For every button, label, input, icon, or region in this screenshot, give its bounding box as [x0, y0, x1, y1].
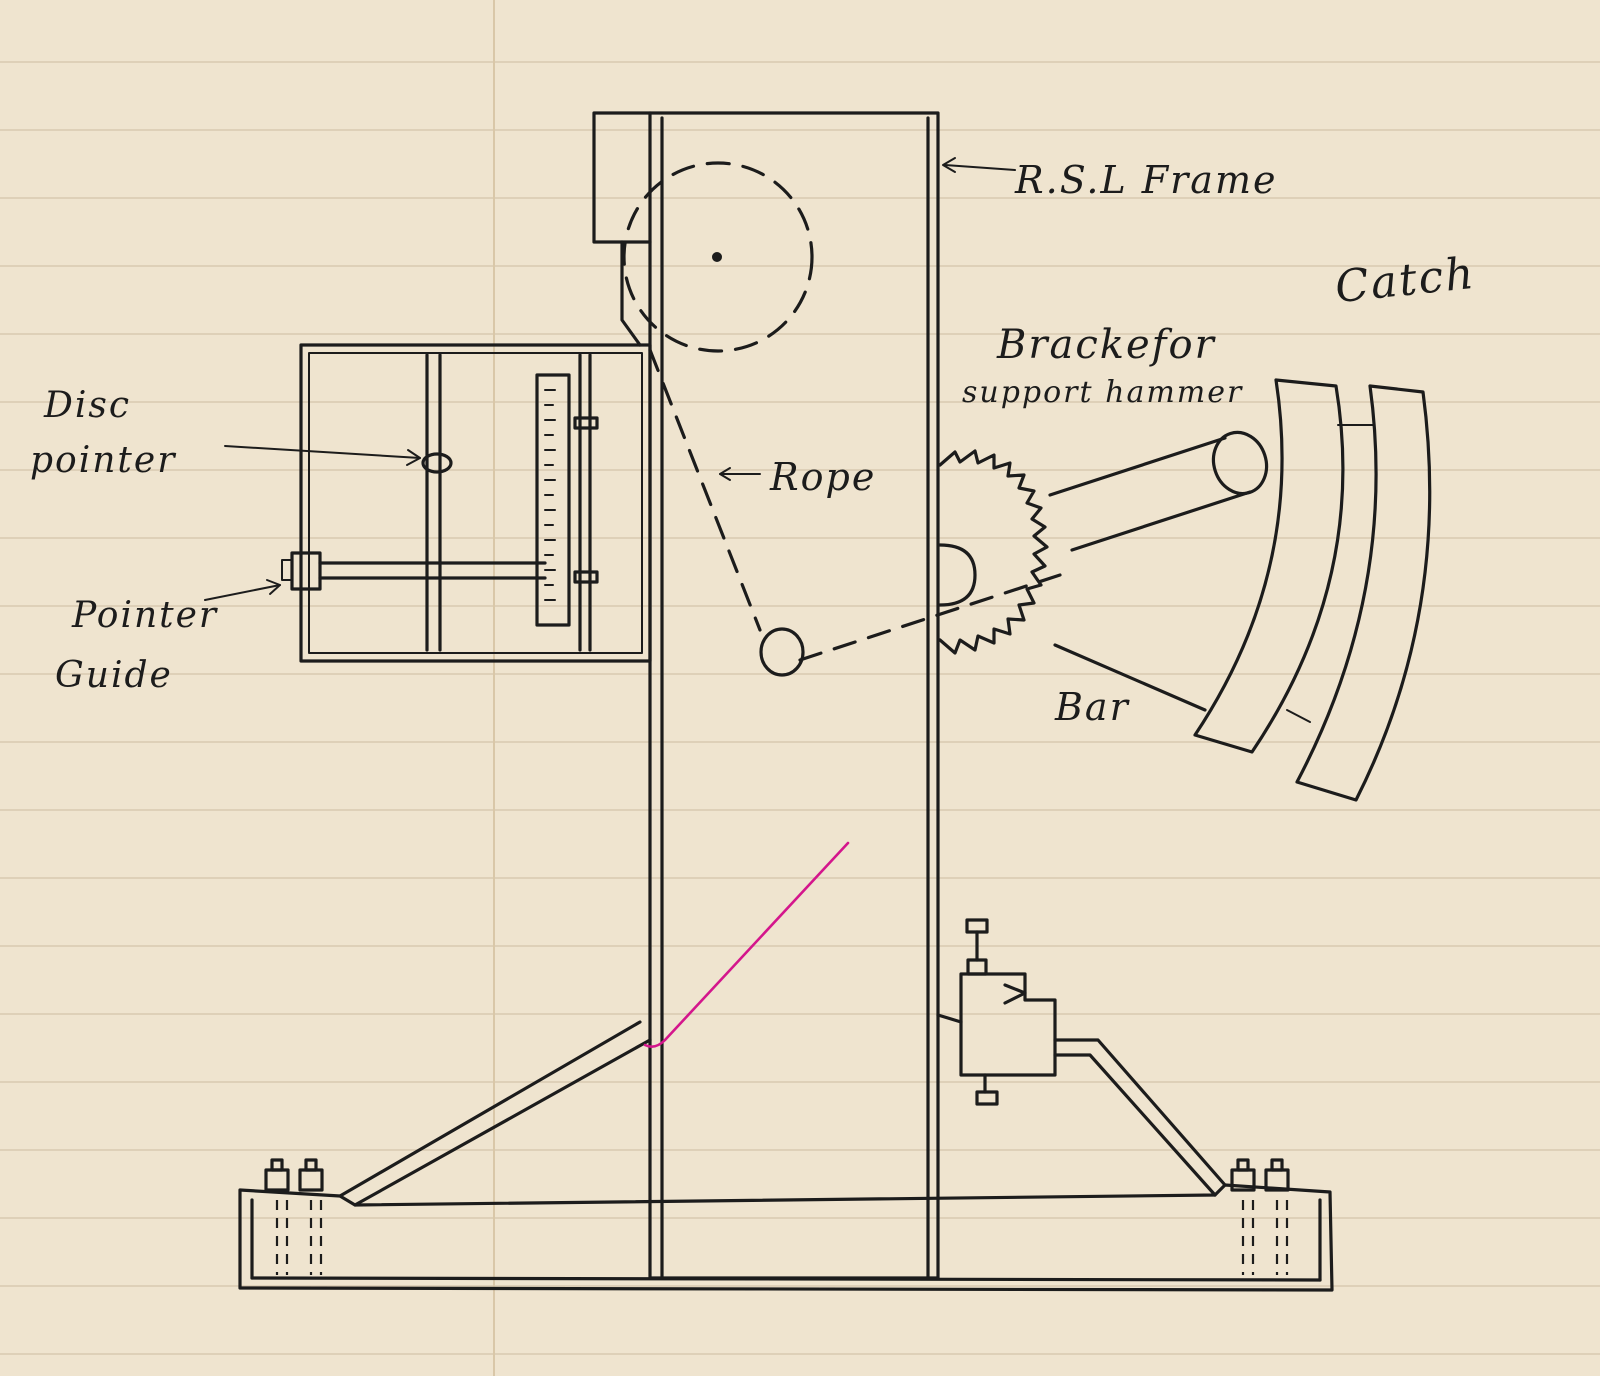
hammer-bracket [1048, 430, 1269, 552]
right-clamp [936, 918, 1057, 1106]
right-strut [1053, 1038, 1227, 1197]
pointer-guide-label-line2: Guide [55, 655, 173, 696]
bar-label: Bar [1055, 685, 1130, 729]
disc-pointer-label-line2: pointer [30, 440, 177, 481]
rope-label: Rope [770, 455, 877, 499]
bar [1053, 643, 1207, 712]
pink-pen-mark [643, 841, 850, 1048]
disc-pointer-label-line1: Disc [44, 385, 132, 426]
leader-arrows [204, 157, 1016, 601]
base [238, 1183, 1334, 1292]
pulley-wheel [622, 161, 814, 353]
left-strut [338, 1020, 652, 1207]
ruled-lines [0, 61, 1600, 1355]
rsl-frame [592, 111, 940, 1280]
rsl-frame-label: R.S.L Frame [1015, 158, 1278, 202]
pointer-guide-label-line1: Pointer [72, 595, 219, 636]
scale-box [281, 343, 652, 663]
rope [648, 348, 1062, 677]
hammer-wheel [938, 449, 1049, 655]
bracket-label-line1: Brackefor [997, 322, 1216, 368]
bolts [264, 1158, 1290, 1275]
bracket-label-line2: support hammer [962, 375, 1244, 410]
scale-ticks [544, 389, 556, 601]
catch [1193, 378, 1432, 802]
